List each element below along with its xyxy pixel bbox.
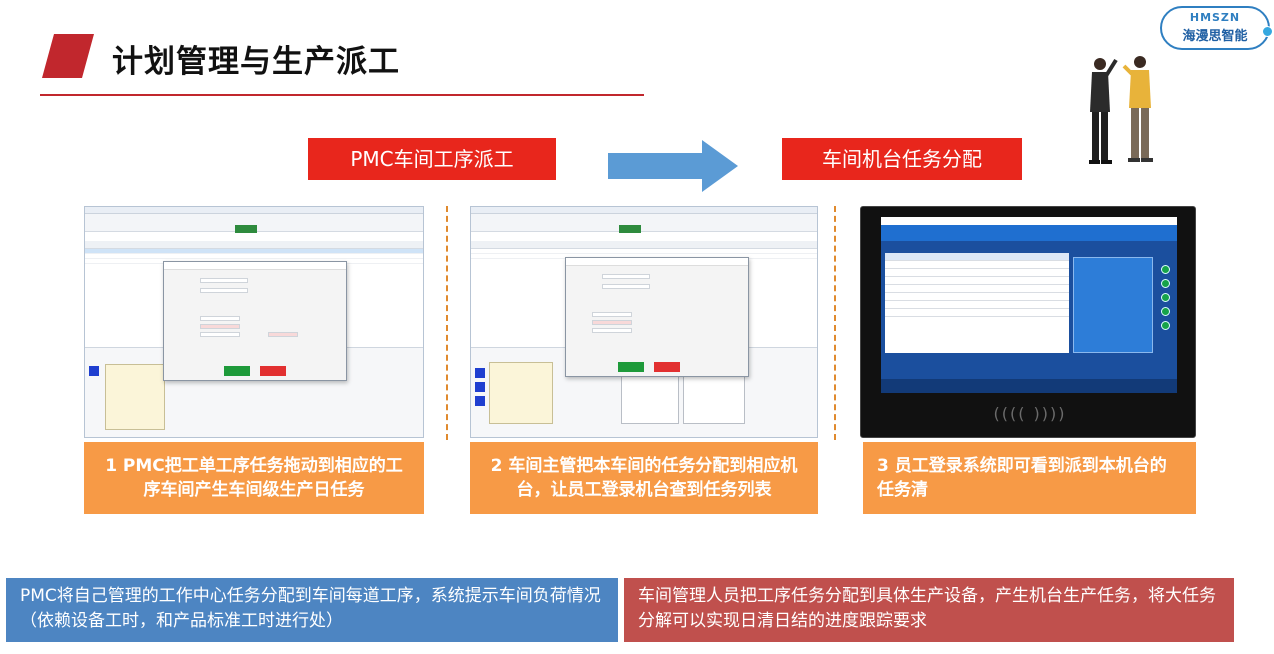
list-row — [885, 261, 1069, 269]
step-caption-2: 2 车间主管把本车间的任务分配到相应机台，让员工登录机台查到任务列表 — [470, 442, 818, 514]
dialog-titlebar — [164, 262, 346, 270]
query-button — [619, 225, 641, 233]
workshop-task-card — [105, 364, 165, 430]
query-button — [235, 225, 257, 233]
list-row — [885, 293, 1069, 301]
dialog-field — [200, 332, 240, 337]
tablet-footer — [881, 379, 1177, 393]
dialog-field — [200, 316, 240, 321]
title-marker-shape — [42, 34, 94, 78]
cancel-button — [654, 362, 680, 372]
screenshot-machine-assign — [470, 206, 818, 438]
tablet-action-button — [1161, 321, 1170, 330]
dialog-field — [602, 274, 650, 279]
tablet-screen — [881, 217, 1177, 393]
list-row — [885, 301, 1069, 309]
dispatch-dialog — [163, 261, 347, 381]
screenshot-pmc-dispatch — [84, 206, 424, 438]
table-row — [85, 249, 423, 254]
filter-toolbar — [471, 214, 817, 232]
right-arrow-icon — [608, 140, 738, 192]
list-row — [885, 277, 1069, 285]
tablet-device: (((( )))) — [860, 206, 1196, 438]
cancel-button — [260, 366, 286, 376]
machine-marker — [475, 396, 485, 406]
table-header — [471, 241, 817, 249]
dialog-field-highlight — [268, 332, 298, 337]
stage-label-machine: 车间机台任务分配 — [782, 138, 1022, 180]
tablet-operator-panel — [1073, 257, 1153, 353]
tablet-action-button — [1161, 279, 1170, 288]
note-workshop: 车间管理人员把工序任务分配到具体生产设备，产生机台生产任务，将大任务分解可以实现… — [624, 578, 1234, 642]
machine-task-card — [489, 362, 553, 424]
page-title: 计划管理与生产派工 — [112, 44, 400, 80]
company-logo: HMSZN 海漫思智能 — [1160, 6, 1273, 50]
list-row — [885, 253, 1069, 261]
list-row — [885, 269, 1069, 277]
table-header — [85, 241, 423, 249]
stage-label-pmc: PMC车间工序派工 — [308, 138, 556, 180]
dialog-field — [200, 288, 248, 293]
step-caption-1: 1 PMC把工单工序任务拖动到相应的工序车间产生车间级生产日任务 — [84, 442, 424, 514]
tablet-task-list — [885, 253, 1069, 353]
nfc-reader-icon: (((( )))) — [993, 404, 1067, 423]
list-row — [885, 309, 1069, 317]
dialog-field — [592, 328, 632, 333]
machine-marker — [475, 368, 485, 378]
list-row — [885, 285, 1069, 293]
tablet-action-button — [1161, 265, 1170, 274]
confirm-button — [618, 362, 644, 372]
tablet-titlebar — [881, 217, 1177, 225]
workshop-marker — [89, 366, 99, 376]
logo-top-text: HMSZN — [1189, 11, 1241, 24]
window-titlebar — [471, 207, 817, 214]
dialog-field-highlight — [592, 320, 632, 325]
logo-dot-icon — [1262, 26, 1273, 37]
dialog-field — [200, 278, 248, 283]
tablet-action-button — [1161, 293, 1170, 302]
window-titlebar — [85, 207, 423, 214]
title-underline — [40, 94, 644, 96]
dialog-field-highlight — [200, 324, 240, 329]
confirm-button — [224, 366, 250, 376]
table-row — [85, 254, 423, 259]
dialog-field — [592, 312, 632, 317]
tablet-action-button — [1161, 307, 1170, 316]
logo-bottom-text: 海漫思智能 — [1182, 29, 1248, 44]
note-pmc: PMC将自己管理的工作中心任务分配到车间每道工序，系统提示车间负荷情况（依赖设备… — [6, 578, 618, 642]
step-caption-3: 3 员工登录系统即可看到派到本机台的任务清 — [863, 442, 1196, 514]
table-row — [471, 249, 817, 254]
people-illustration — [1089, 56, 1153, 164]
tablet-header — [881, 225, 1177, 241]
dialog-titlebar — [566, 258, 748, 266]
machine-marker — [475, 382, 485, 392]
divider-1 — [446, 206, 448, 440]
assign-dialog — [565, 257, 749, 377]
divider-2 — [834, 206, 836, 440]
dialog-field — [602, 284, 650, 289]
